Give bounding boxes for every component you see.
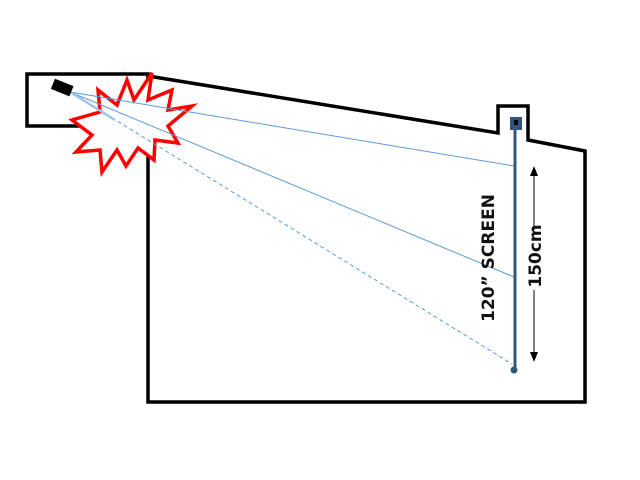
screen-height-label: 150cm [526, 224, 546, 287]
screen-weight [510, 366, 518, 374]
room-outline [146, 74, 587, 404]
ray-glow [69, 90, 116, 122]
projection-ray-bottom [69, 91, 513, 365]
projection-ray-top [69, 91, 515, 167]
screen-size-label: 120” SCREEN [479, 194, 499, 322]
arrow-head-down-icon [530, 352, 538, 362]
arrow-head-up-icon [530, 166, 538, 176]
projector-icon [50, 78, 74, 97]
projection-ray-middle [69, 91, 515, 278]
screen-housing-slot [514, 120, 518, 125]
explosion-icon [68, 72, 199, 178]
